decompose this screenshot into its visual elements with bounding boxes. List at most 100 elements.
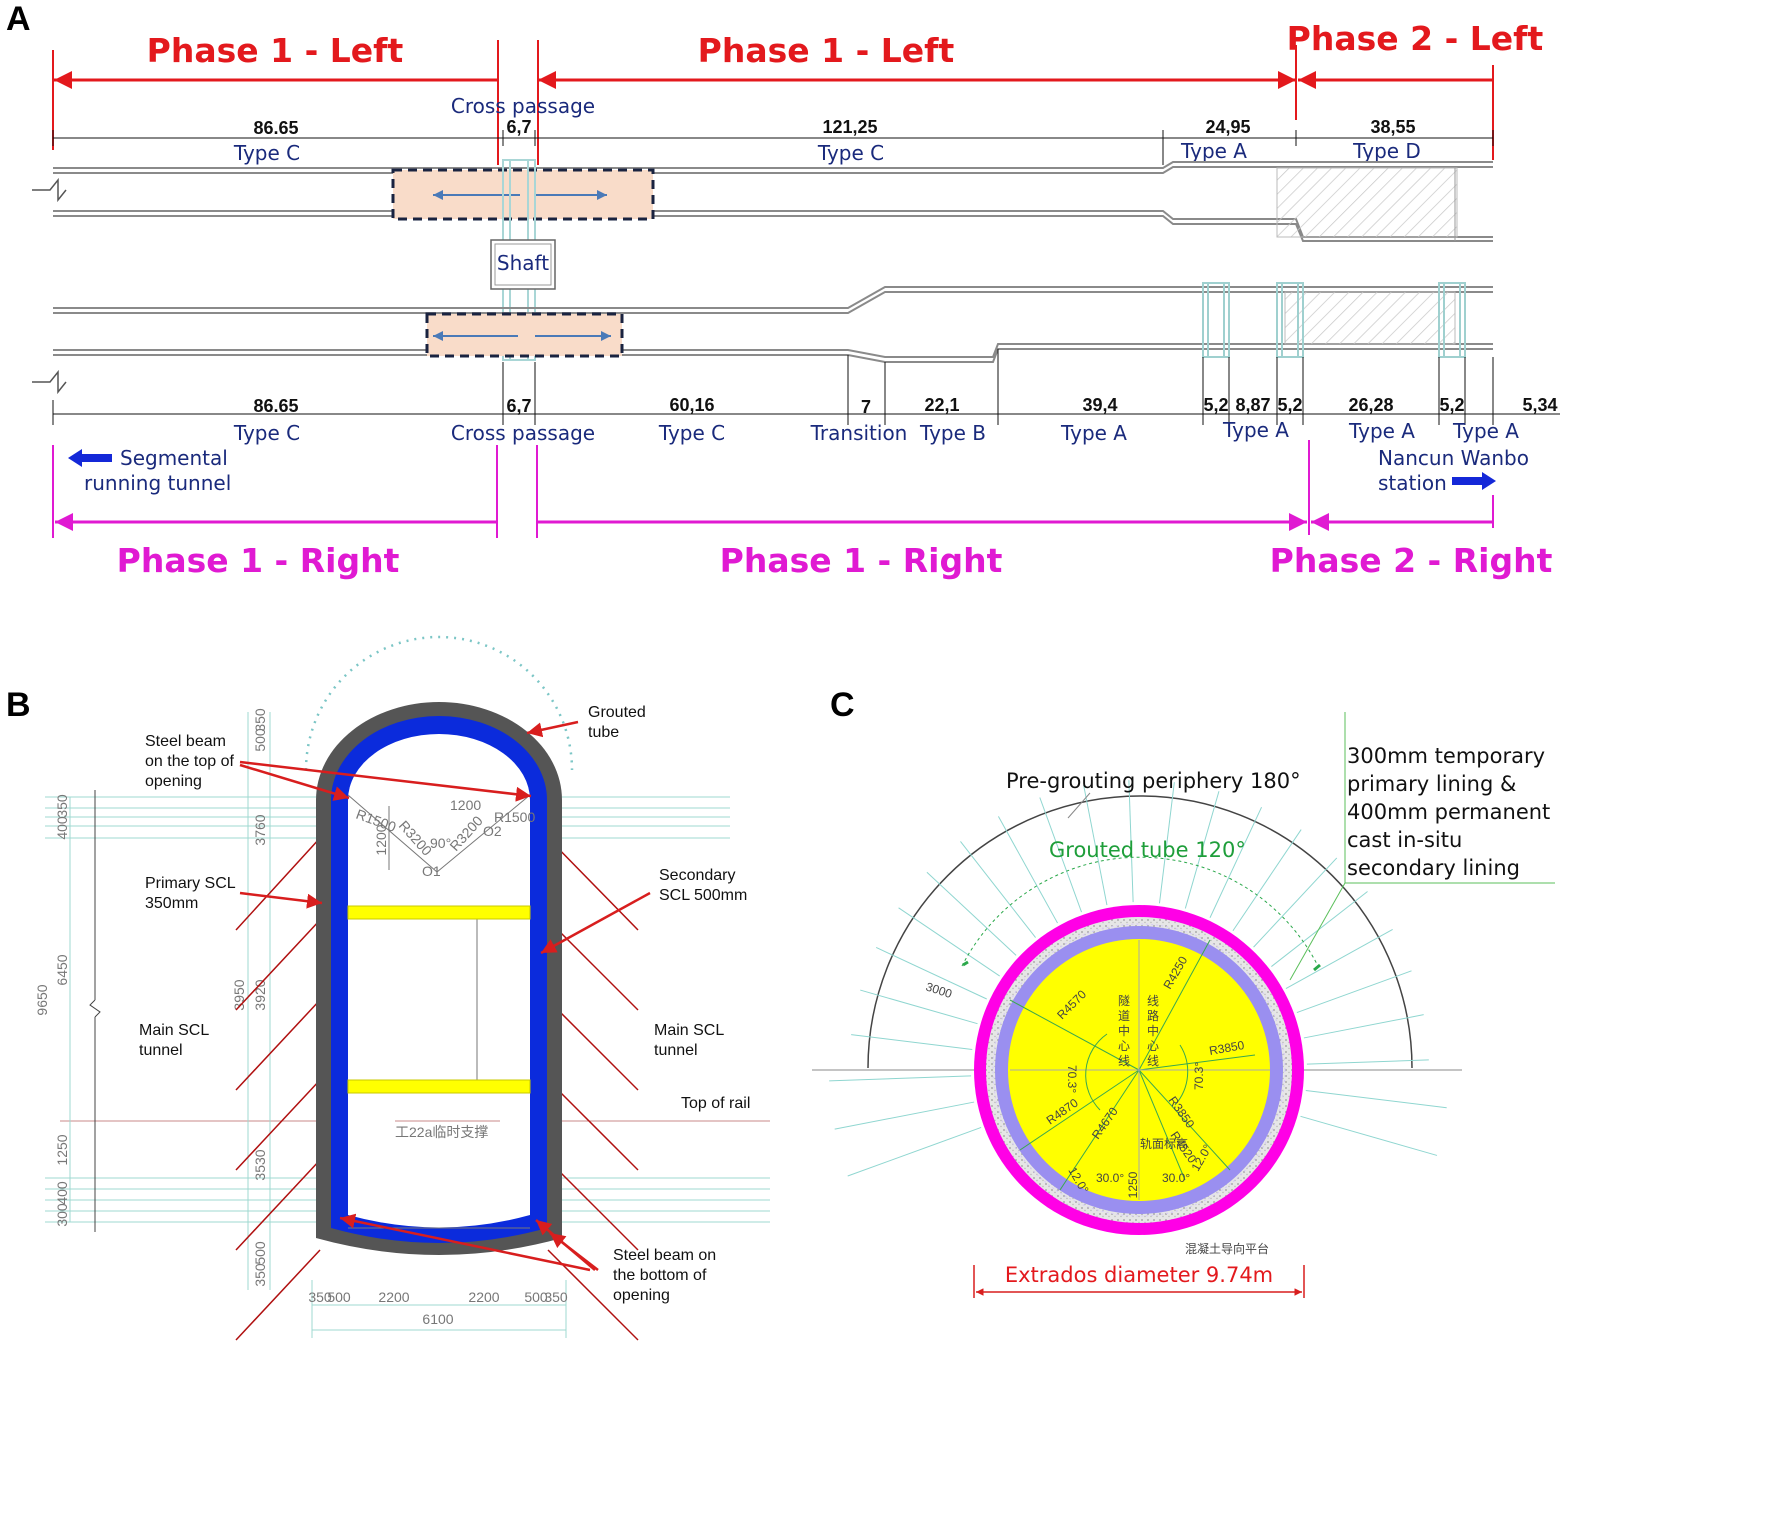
c-radial-line (829, 1075, 972, 1082)
c-extrados-label: Extrados diameter 9.74m (1005, 1263, 1273, 1287)
c-lining-label-5: secondary lining (1347, 856, 1520, 880)
c-cn-3: 中 (1118, 1023, 1130, 1038)
c-grout-dotted-ring (992, 923, 1286, 1217)
bottom-dimension-line (52, 349, 1560, 425)
c-radial-line (847, 1126, 982, 1177)
b-steel-top-label-3: opening (145, 773, 202, 790)
b-bottom-dim-350-left: 350 (308, 1289, 332, 1305)
c-angle-arc-right (1174, 1044, 1189, 1106)
c-pregrout-leader (1067, 792, 1091, 819)
b-strut-label: 工22a临时支撑 (395, 1124, 488, 1140)
right-tunnel-openings (1202, 282, 1466, 358)
b-main-right-label-2: tunnel (654, 1042, 698, 1059)
phase1-left-label-2: Phase 1 - Left (698, 31, 955, 70)
c-radial-line (1285, 928, 1393, 989)
b-steel-bottom-label-1: Steel beam on (613, 1247, 716, 1264)
c-radial-line (1305, 1089, 1447, 1109)
phase1-right-label-1: Phase 1 - Right (117, 541, 400, 580)
b-dim-500-top: 500 (252, 728, 268, 752)
bottom-dim-6: 39,4 (1082, 395, 1117, 415)
b-dim-400-bottom: 400 (54, 1181, 70, 1205)
top-dim-4: 24,95 (1205, 117, 1250, 137)
b-bottom-dim-6100: 6100 (422, 1311, 453, 1327)
top-dim-5: 38,55 (1370, 117, 1415, 137)
phase1-left-label-1: Phase 1 - Left (147, 31, 404, 70)
b-dim-300-left: 300 (54, 1203, 70, 1227)
bottom-dim-2: 6,7 (506, 396, 531, 416)
top-dim-1: 86.65 (253, 118, 298, 138)
c-platform-text: 混凝土导向平台 (1185, 1241, 1269, 1256)
top-type-3: Type A (1180, 139, 1247, 163)
c-cn-6: 线 (1147, 994, 1159, 1008)
station-label-1: Nancun Wanbo (1378, 446, 1529, 470)
b-secondary-label-2: SCL 500mm (659, 887, 747, 904)
c-pregrout-arc (867, 795, 1413, 1069)
c-radial-line (960, 841, 1036, 938)
top-cross-passage-zone (391, 168, 655, 221)
bottom-type-6: Type A (1060, 421, 1127, 445)
c-inner-radii (1009, 939, 1270, 1200)
b-steel-bottom-label-2: the bottom of (613, 1267, 707, 1284)
b-dim-350-left: 350 (54, 794, 70, 818)
b-grouted-label-2: tube (588, 724, 619, 741)
b-secondary-label-1: Secondary (659, 867, 736, 884)
bottom-dim-8: 8,87 (1235, 395, 1270, 415)
segmental-arrow-icon (68, 449, 112, 467)
b-bottom-dim-2200-right: 2200 (468, 1289, 499, 1305)
c-angle-arc-left (1085, 1033, 1108, 1111)
shaft-box-inner (494, 243, 552, 286)
b-dimension-column (69, 712, 271, 1290)
phase1-right-label-2: Phase 1 - Right (720, 541, 1003, 580)
c-dim-r3850-top: R3850 (1208, 1038, 1246, 1058)
top-type-2: Type C (817, 141, 884, 165)
b-top-rail-label: Top of rail (681, 1095, 750, 1112)
c-dim-1250: 1250 (1126, 1171, 1140, 1198)
c-radial-lines (829, 780, 1447, 1177)
b-steel-top-label-1: Steel beam (145, 733, 226, 750)
b-dim-1200-h: 1200 (450, 797, 481, 813)
c-radial-line (860, 989, 978, 1025)
bottom-type-3: Type C (658, 421, 725, 445)
c-radial-line (1083, 785, 1108, 906)
c-lining-label-1: 300mm temporary (1347, 744, 1545, 768)
b-primary-label-1: Primary SCL (145, 875, 236, 892)
c-dim-3000: 3000 (924, 980, 954, 1002)
b-callout-arrows (239, 720, 651, 1272)
c-cn-1: 隧 (1118, 993, 1130, 1008)
b-dim-1200-v: 1200 (373, 824, 389, 855)
phase2-right-label: Phase 2 - Right (1270, 541, 1553, 580)
c-radial-line (875, 946, 987, 1000)
c-dim-30-left: 30.0° (1096, 1171, 1124, 1185)
c-cn-10: 线 (1147, 1054, 1159, 1068)
segmental-label-1: Segmental (120, 446, 228, 470)
b-steel-bottom-label-3: opening (613, 1287, 670, 1304)
b-bottom-strut (347, 1079, 531, 1094)
phase-bottom-arrows (52, 440, 1494, 538)
b-dim-1250: 1250 (54, 1134, 70, 1165)
b-dim-500-bottom: 500 (252, 1241, 268, 1265)
c-radial-line (834, 1101, 975, 1130)
b-dim-3920: 3920 (252, 979, 268, 1010)
b-angle-90: 90° (430, 835, 451, 851)
bottom-dim-9: 5,2 (1277, 395, 1302, 415)
c-radial-line (1184, 791, 1220, 909)
c-radial-line (926, 871, 1017, 956)
bottom-dim-3: 60,16 (669, 395, 714, 415)
c-dim-angle-left: 70.3° (1065, 1065, 1079, 1093)
b-dim-6450: 6450 (54, 954, 70, 985)
c-rail-level-text: 轨面标高 (1140, 1136, 1188, 1151)
c-lining-label-4: cast in-situ (1347, 828, 1462, 852)
c-grouted-tick-right (1313, 963, 1321, 972)
top-type-4: Type D (1352, 139, 1421, 163)
bottom-type-4: Transition (810, 421, 908, 445)
c-cn-4: 心 (1118, 1039, 1130, 1053)
bottom-dim-12: 5,34 (1522, 395, 1557, 415)
panel-c-letter: C (830, 686, 855, 724)
b-bottom-dim-500-right: 500 (524, 1289, 548, 1305)
c-radial-line (1253, 857, 1338, 948)
c-radial-line (1303, 1014, 1424, 1039)
panel-b-letter: B (6, 686, 31, 724)
c-cn-5: 线 (1118, 1054, 1130, 1068)
c-radial-line (1296, 970, 1412, 1014)
b-grouted-tube-dots (304, 635, 574, 771)
